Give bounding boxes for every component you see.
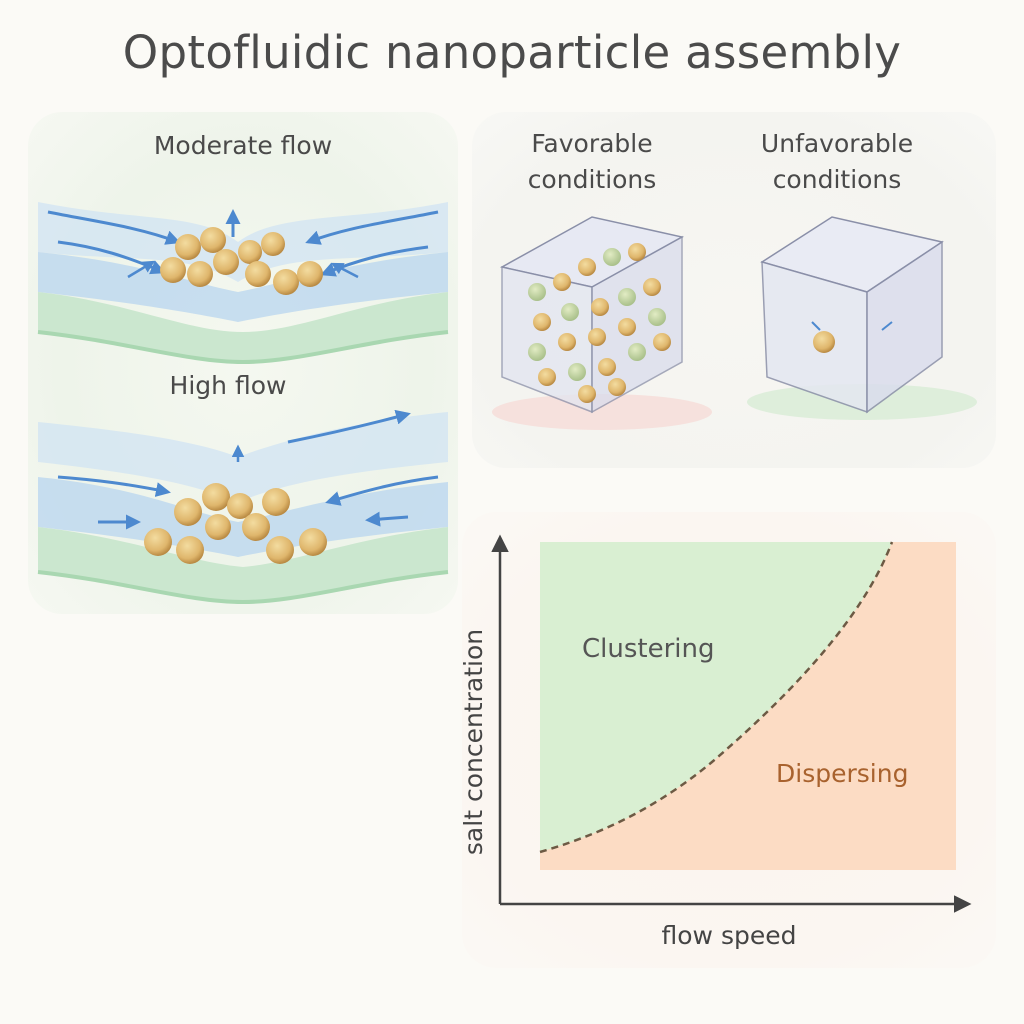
- flow-illustration-panel: Moderate flow High flow: [28, 112, 458, 614]
- flow-arrow: [305, 210, 439, 245]
- water-band: [38, 412, 448, 502]
- nanoparticle-lattice: [528, 243, 671, 403]
- flow-arrow: [57, 475, 171, 498]
- flow-arrow: [330, 262, 359, 279]
- flow-arrow: [47, 210, 181, 245]
- region-label-clustering: Clustering: [582, 634, 715, 664]
- flow-arrow: [811, 321, 821, 331]
- unfavorable-cube: [747, 216, 977, 420]
- high-flow-scene: [37, 409, 449, 605]
- moderate-flow-scene: [37, 202, 449, 365]
- page-title: Optofluidic nanoparticle assembly: [122, 26, 902, 79]
- region-clustering: [540, 542, 892, 852]
- y-axis-label: salt concentration: [459, 629, 488, 855]
- unfavorable-conditions-label: Unfavorable conditions: [760, 129, 914, 195]
- x-axis-label: flow speed: [662, 921, 797, 950]
- flow-arrow: [365, 511, 409, 527]
- flow-arrow: [287, 409, 411, 444]
- favorable-cube: [492, 216, 712, 430]
- favorable-conditions-label: Favorable conditions: [527, 129, 657, 195]
- water-band: [38, 202, 448, 282]
- substrate: [38, 292, 448, 362]
- conditions-panel: Favorable conditions Unfavorable conditi…: [472, 112, 996, 468]
- substrate: [38, 527, 448, 602]
- substrate-highlight: [37, 570, 449, 605]
- phase-diagram-panel: Clustering Dispersing flow speed salt co…: [459, 512, 996, 968]
- substrate-highlight: [37, 330, 449, 365]
- high-flow-label: High flow: [169, 371, 287, 400]
- nanoparticle-cluster: [144, 483, 327, 564]
- water-band: [38, 477, 448, 557]
- flow-arrow: [881, 321, 893, 331]
- region-label-dispersing: Dispersing: [776, 759, 908, 788]
- single-nanoparticle: [813, 331, 835, 353]
- phase-diagram: Clustering Dispersing flow speed salt co…: [459, 534, 972, 950]
- nanoparticle-cluster: [160, 227, 323, 295]
- flow-arrow: [127, 260, 156, 279]
- moderate-flow-label: Moderate flow: [153, 131, 333, 160]
- flow-arrow: [325, 475, 439, 506]
